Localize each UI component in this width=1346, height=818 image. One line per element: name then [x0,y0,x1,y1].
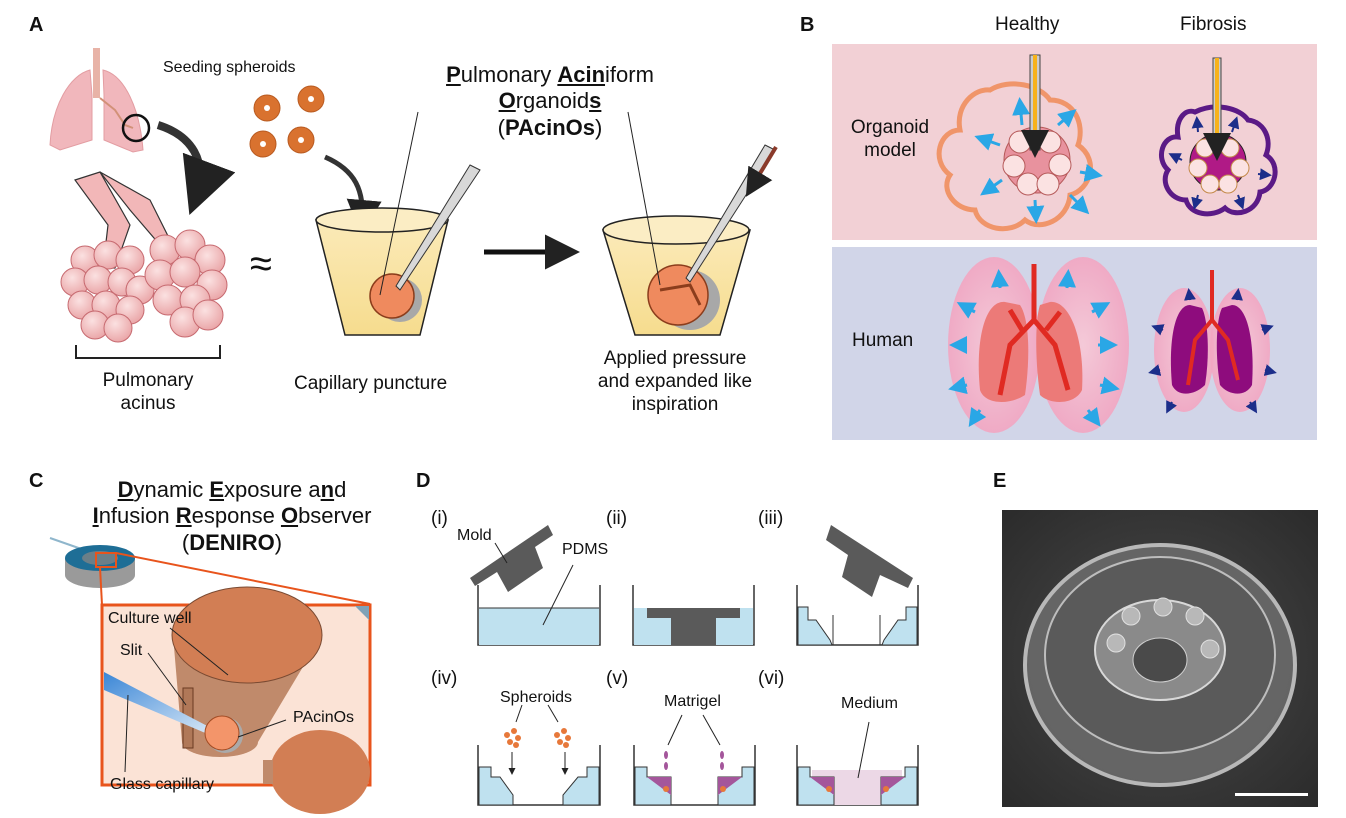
healthy-lungs-icon [948,257,1129,433]
step-iii-diagram [796,525,919,646]
step-v-label: (v) [606,668,629,689]
fibrosis-column-header: Fibrosis [1180,14,1247,35]
panel-b-graphics [832,44,1317,440]
title-text: xposure a [224,477,321,502]
applied-pressure-label: Applied pressure and expanded like inspi… [597,348,753,415]
step-ii-label: (ii) [606,508,628,529]
spheroids-label: Spheroids [500,689,573,706]
acronym-key-letters: O [498,88,516,114]
culture-well-illustration [104,586,370,814]
title-text: d [334,477,347,502]
small-lungs-icon [49,48,151,153]
medium-label: Medium [841,695,898,712]
title-text: iform [605,62,654,87]
step-vi-diagram [796,721,919,806]
panel-c-graphics [49,537,372,814]
mold-label: Mold [457,527,492,544]
capillary-puncture-label: Capillary puncture [294,373,448,394]
acronym-key-letters: P [446,62,461,87]
panel-a-letter: A [29,14,44,36]
panel-e-letter: E [993,470,1007,492]
deniro-title-line3: (DENIRO) [181,529,283,555]
human-row-label: Human [852,330,914,351]
culture-cup-1 [315,111,481,336]
pdms-label: PDMS [562,541,609,558]
deniro-title: Dynamic Exposure and Infusion Response O… [82,477,382,556]
approx-symbol: ≈ [250,242,272,286]
step-ii-diagram [632,585,755,646]
fibrosis-lungs-icon [1148,270,1277,414]
step-i-diagram [470,525,601,646]
title-text: bserver [298,503,372,529]
pacinos-title-line3: (PAcinOs) [497,114,603,140]
panel-a-graphics [49,48,778,359]
matrigel-label: Matrigel [664,693,721,710]
title-text: esponse [191,503,281,529]
acronym-key-letters: E [209,477,225,502]
pulmonary-acinus-label: Pulmonary acinus [102,370,194,414]
panel-e-photo [1002,510,1318,807]
healthy-column-header: Healthy [995,14,1060,35]
organoid-model-row-label: Organoid model [850,117,930,161]
deniro-title-line1: Dynamic Exposure and [82,477,382,503]
panel-d-letter: D [416,470,431,492]
pulmonary-acinus-illustration [60,171,228,343]
culture-cup-2 [601,111,778,336]
acronym-key-letters: s [589,88,602,114]
scale-bar [1235,793,1308,796]
healthy-organoid-icon [936,54,1103,232]
title-text: nfusion [98,503,176,529]
pacinos-title-line1: Pulmonary Aciniform [420,62,680,88]
pacinos-title-line2: Organoids [420,88,680,114]
spheroids-icon [249,85,325,158]
acronym-key-letters: Acin [557,62,606,87]
step-vi-label: (vi) [758,668,785,689]
acronym-key-letters: n [320,477,335,502]
panel-d-graphics [470,525,919,806]
step-v-diagram [633,714,756,806]
fibrosis-organoid-icon [1159,57,1278,217]
title-text: rganoid [515,88,590,114]
acronym-key-letters: D [117,477,134,502]
title-text: ulmonary [460,62,558,87]
slit-label: Slit [120,642,143,659]
glass-capillary-label: Glass capillary [110,776,215,793]
panel-b-letter: B [800,14,815,36]
pacinos-label: PAcinOs [293,709,355,726]
step-i-label: (i) [431,508,448,529]
step-iv-diagram [477,704,601,806]
acinus-bracket [75,345,221,359]
deniro-title-line2: Infusion Response Observer [82,503,382,529]
acronym-key-letters: I [92,503,99,529]
step-iii-label: (iii) [758,508,784,529]
step-iv-label: (iv) [431,668,458,689]
culture-well-label: Culture well [108,610,192,627]
curved-arrow-icon [156,121,236,215]
seeding-spheroids-label: Seeding spheroids [163,59,296,76]
panel-c-letter: C [29,470,44,492]
pacinos-title: Pulmonary Aciniform Organoids (PAcinOs) [420,62,680,141]
acronym-key-letters: O [280,503,299,529]
title-text: ynamic [133,477,210,502]
acronym-key-letters: R [175,503,192,529]
